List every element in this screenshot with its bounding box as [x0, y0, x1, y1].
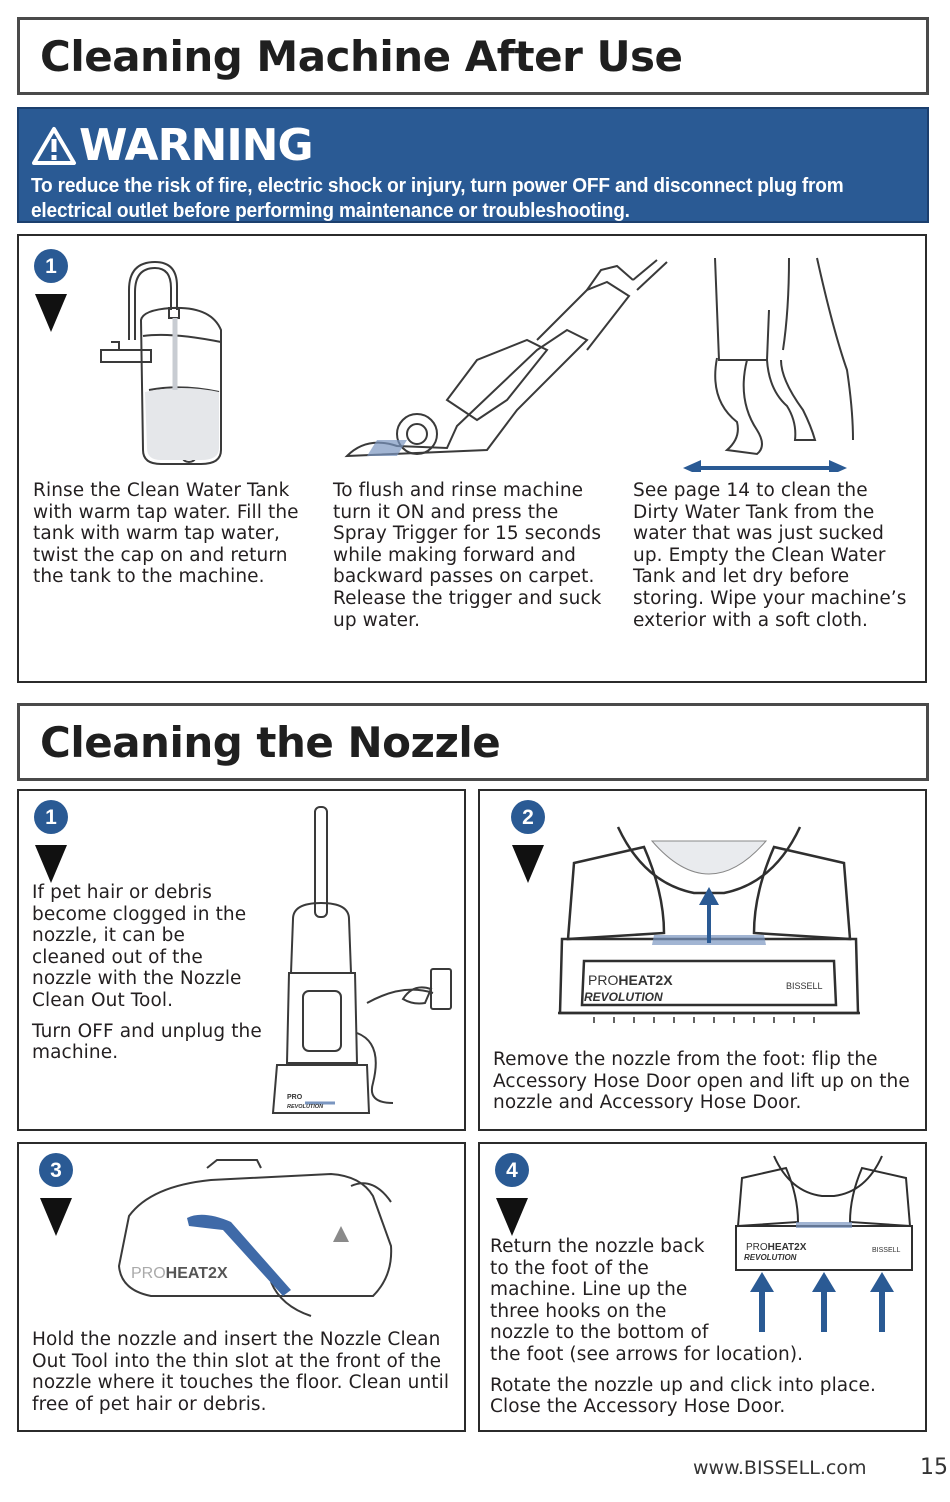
nozzle-clean-out-tool-illustration: PROHEAT2X [117, 1159, 393, 1317]
upright-machine-unplug-illustration: PRO REVOLUTION [271, 806, 452, 1114]
step-2-badge: 2 [511, 800, 545, 883]
step-badge-number: 2 [522, 806, 534, 829]
after-use-panel: 1 [17, 234, 927, 683]
product-brand-label: PRO [287, 1094, 303, 1101]
after-use-step-col2-text: To flush and rinse machine turn it ON an… [333, 480, 602, 631]
warning-box: WARNING To reduce the risk of fire, elec… [17, 107, 929, 223]
nozzle-step-1-panel: 1 PRO REVOLUTION If pet hair or debris b… [17, 789, 466, 1131]
step-4-badge: 4 [495, 1153, 529, 1236]
nozzle-step-1-text-para1: If pet hair or debris become clogged in … [32, 882, 247, 1011]
after-use-step-col1-text: Rinse the Clean Water Tank with warm tap… [33, 480, 299, 588]
section-title-nozzle: Cleaning the Nozzle [17, 703, 929, 781]
product-model-label: REVOLUTION [584, 990, 663, 1004]
step-3-badge: 3 [39, 1153, 73, 1236]
step-badge-number: 4 [506, 1159, 518, 1182]
product-brand-heat: HEAT2X [618, 972, 673, 988]
nozzle-step-4-text: Return the nozzle back to the foot of th… [490, 1236, 916, 1418]
product-brand-pro: PRO [588, 972, 618, 988]
product-maker-label: BISSELL [786, 981, 823, 991]
step-badge-number: 3 [50, 1159, 62, 1182]
step-badge-number: 1 [45, 255, 57, 278]
footer-url: www.BISSELL.com [693, 1457, 867, 1479]
warning-triangle-icon [32, 127, 76, 165]
foot-nozzle-lift-illustration: PROHEAT2X REVOLUTION BISSELL [558, 826, 860, 1023]
tank-faucet-illustration [100, 260, 222, 465]
nozzle-step-1-text-para2: Turn OFF and unplug the machine. [32, 1020, 262, 1064]
nozzle-step-2-panel: 2 PROHEAT2X REVOLUTION BISSELL Remove th… [478, 789, 927, 1131]
nozzle-reattach-arrows-illustration: PROHEAT2X REVOLUTION BISSELL [735, 1155, 913, 1332]
section-heading: Cleaning the Nozzle [40, 717, 501, 767]
product-brand-heat: HEAT2X [768, 1242, 807, 1253]
nozzle-step-2-text: Remove the nozzle from the foot: flip th… [493, 1049, 910, 1114]
svg-text:PROHEAT2X: PROHEAT2X [131, 1265, 228, 1282]
product-model-label: REVOLUTION [287, 1104, 324, 1110]
text-wrap-spacer [720, 1236, 916, 1342]
svg-text:PROHEAT2X: PROHEAT2X [588, 972, 673, 988]
product-model-label: REVOLUTION [744, 1253, 797, 1262]
step-1-badge: 1 [34, 800, 68, 883]
product-brand-pro: PRO [131, 1265, 166, 1282]
after-use-step-col3-text: See page 14 to clean the Dirty Water Tan… [633, 480, 907, 631]
page-number: 15 [920, 1455, 948, 1480]
person-pushing-machine-illustration [344, 257, 854, 472]
nozzle-step-1-text: If pet hair or debris become clogged in … [32, 882, 264, 1064]
section-title-after-use: Cleaning Machine After Use [17, 17, 929, 95]
product-brand-heat: HEAT2X [166, 1265, 228, 1282]
nozzle-step-4-text-para2: Rotate the nozzle up and click into plac… [490, 1374, 876, 1418]
step-1-badge: 1 [34, 249, 68, 332]
nozzle-step-3-text: Hold the nozzle and insert the Nozzle Cl… [32, 1329, 450, 1415]
page-title: Cleaning Machine After Use [40, 31, 683, 81]
product-maker-label: BISSELL [872, 1247, 901, 1254]
product-brand-pro: PRO [746, 1242, 768, 1253]
svg-text:PROHEAT2X: PROHEAT2X [746, 1242, 807, 1253]
nozzle-step-4-text-para1: Return the nozzle back to the foot of th… [490, 1236, 916, 1366]
warning-text: To reduce the risk of fire, electric sho… [31, 174, 844, 222]
step-badge-number: 1 [45, 806, 57, 829]
nozzle-step-4-panel: 4 PROHEAT2X REVOLUTION BISSELL Return th… [478, 1142, 927, 1432]
warning-heading: WARNING [79, 120, 314, 171]
nozzle-step-3-panel: 3 PROHEAT2X Hold the nozzle and insert t… [17, 1142, 466, 1432]
